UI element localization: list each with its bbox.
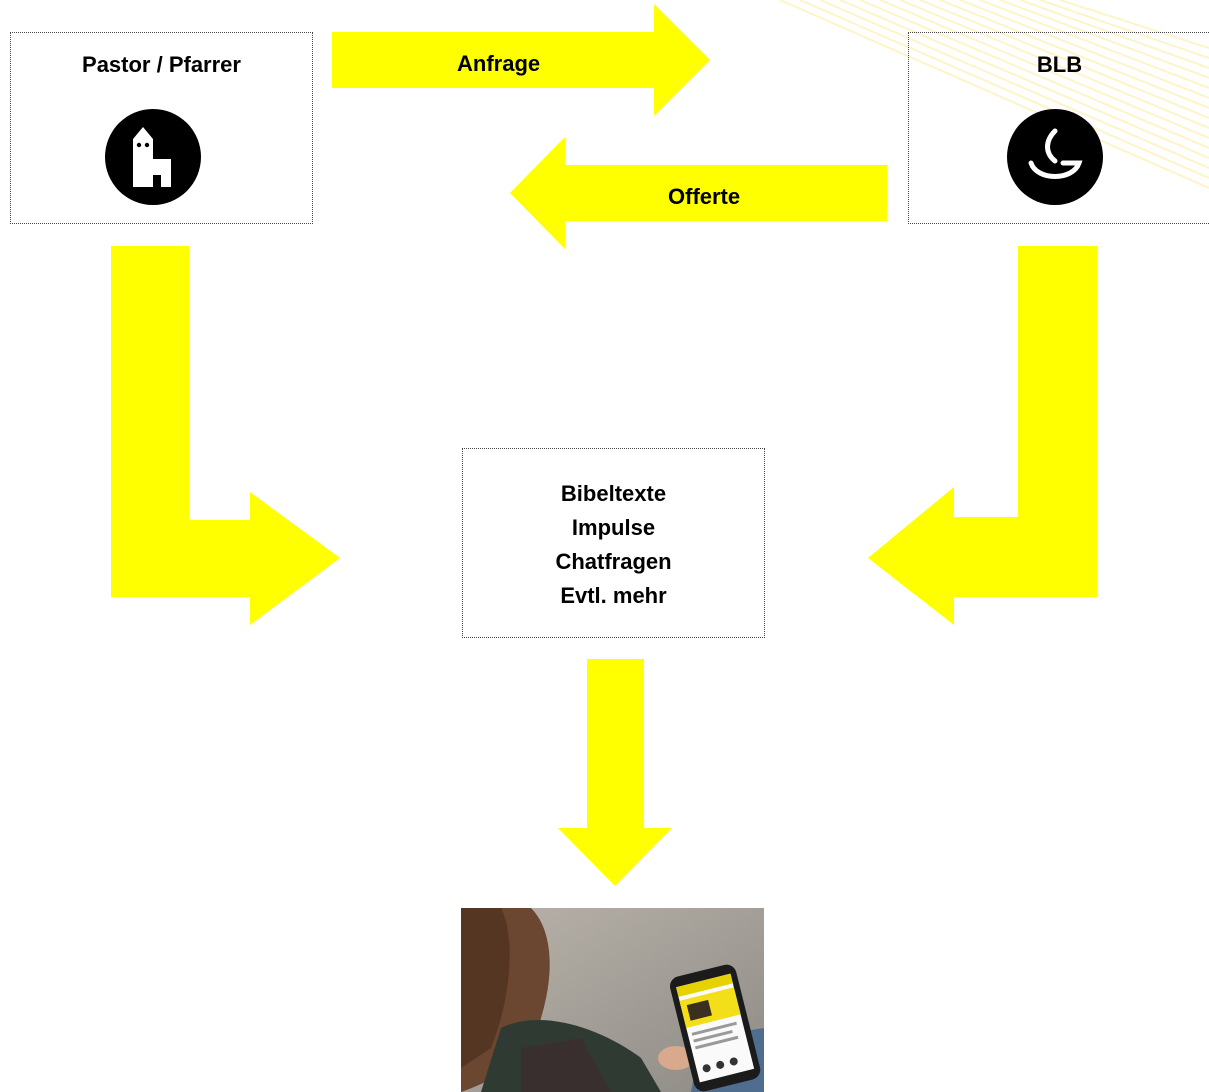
blb-to-content-arrow — [868, 246, 1097, 625]
content-item-chatfragen: Chatfragen — [555, 549, 672, 574]
oil-lamp-icon — [1007, 109, 1103, 205]
pastor-to-content-arrow — [111, 246, 340, 625]
offer-label: Offerte — [668, 184, 741, 209]
content-item-bibeltexte: Bibeltexte — [560, 481, 667, 506]
content-list: Bibeltexte Impulse Chatfragen Evtl. mehr — [463, 477, 764, 613]
content-item-impulse: Impulse — [571, 515, 656, 540]
smartphone-user-photo — [461, 908, 764, 1092]
church-icon — [105, 109, 201, 205]
request-label: Anfrage — [457, 51, 541, 76]
pastor-box: Pastor / Pfarrer — [10, 32, 313, 224]
blb-title: BLB — [1036, 52, 1083, 77]
content-box: Bibeltexte Impulse Chatfragen Evtl. mehr — [462, 448, 765, 638]
blb-box: BLB — [908, 32, 1209, 224]
content-item-mehr: Evtl. mehr — [560, 583, 667, 608]
offer-arrow — [510, 137, 887, 249]
pastor-title: Pastor / Pfarrer — [82, 52, 241, 77]
request-arrow — [332, 4, 710, 116]
content-to-user-arrow — [558, 659, 672, 886]
